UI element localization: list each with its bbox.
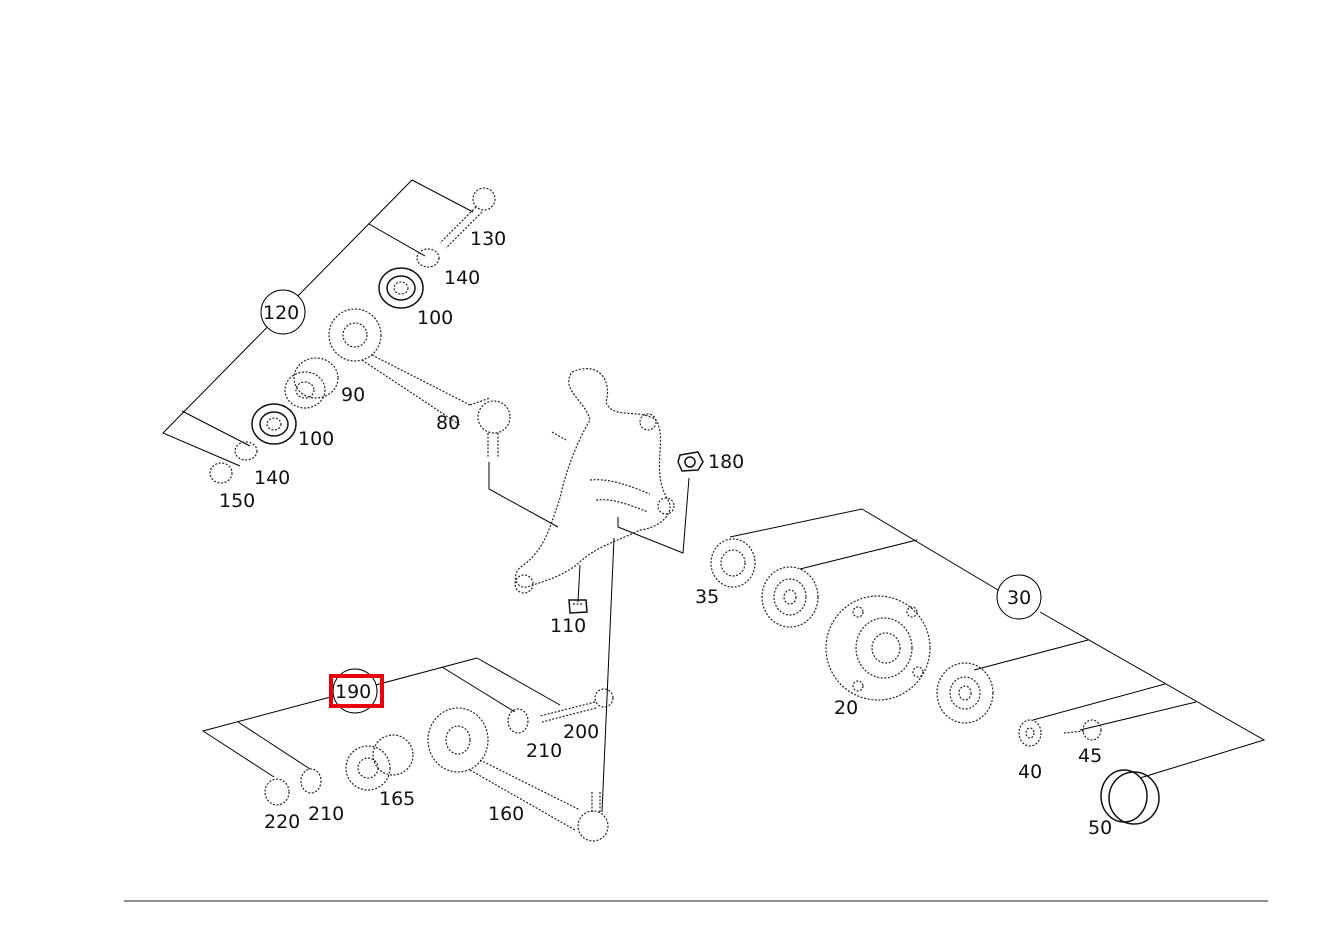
washer-140-bottom-part[interactable] xyxy=(234,441,258,461)
bushing-165-part[interactable] xyxy=(345,734,414,791)
nut-150-part[interactable] xyxy=(209,462,233,484)
callout-210-left[interactable]: 210 xyxy=(308,803,344,825)
wheel-hub-20-part[interactable] xyxy=(825,595,931,701)
callout-200[interactable]: 200 xyxy=(563,721,599,743)
nut-45-part[interactable] xyxy=(1063,719,1102,741)
bearing-outer-part[interactable] xyxy=(936,662,994,724)
callout-100-bottom[interactable]: 100 xyxy=(298,428,334,450)
bearing-inner-part[interactable] xyxy=(761,566,819,628)
bolt-130-part[interactable] xyxy=(439,187,496,249)
nut-110-part[interactable] xyxy=(568,599,588,614)
callout-20[interactable]: 20 xyxy=(834,697,858,719)
callout-circle-120 xyxy=(260,289,306,335)
callout-210-right[interactable]: 210 xyxy=(526,740,562,762)
callout-220[interactable]: 220 xyxy=(264,811,300,833)
callout-180[interactable]: 180 xyxy=(708,451,744,473)
washer-210-right-part[interactable] xyxy=(507,708,529,734)
dust-cap-50-part[interactable] xyxy=(1100,769,1160,825)
callout-150[interactable]: 150 xyxy=(219,490,255,512)
upper-arm-leader-lines xyxy=(162,179,474,467)
bushing-90-part[interactable] xyxy=(284,357,339,409)
upper-control-arm-80-part[interactable] xyxy=(328,308,511,458)
callout-160[interactable]: 160 xyxy=(488,803,524,825)
callout-circle-30 xyxy=(996,574,1042,620)
callout-35[interactable]: 35 xyxy=(695,586,719,608)
callout-30[interactable]: 30 xyxy=(1007,587,1031,609)
hub-leader-lines xyxy=(729,508,1266,779)
bolt-200-part[interactable] xyxy=(539,688,614,723)
callout-165[interactable]: 165 xyxy=(379,788,415,810)
lower-arm-leader-lines xyxy=(201,657,561,778)
callout-110[interactable]: 110 xyxy=(550,615,586,637)
callout-90[interactable]: 90 xyxy=(341,384,365,406)
callout-80[interactable]: 80 xyxy=(436,412,460,434)
nut-220-part[interactable] xyxy=(264,778,290,806)
callout-120[interactable]: 120 xyxy=(263,302,299,324)
callout-100-top[interactable]: 100 xyxy=(417,307,453,329)
callout-130[interactable]: 130 xyxy=(470,228,506,250)
callout-50[interactable]: 50 xyxy=(1088,817,1112,839)
washer-40-part[interactable] xyxy=(1018,719,1042,747)
bushing-100-bottom-part[interactable] xyxy=(251,403,297,445)
callout-140-bottom[interactable]: 140 xyxy=(254,467,290,489)
callout-140-top[interactable]: 140 xyxy=(444,267,480,289)
callout-40[interactable]: 40 xyxy=(1018,761,1042,783)
callout-190[interactable]: 190 xyxy=(335,681,371,703)
lower-control-arm-160-part[interactable] xyxy=(427,707,609,842)
knuckle-leader-lines xyxy=(488,462,690,813)
nut-180-part[interactable] xyxy=(677,451,704,472)
bushing-100-top-part[interactable] xyxy=(378,267,424,309)
washer-140-top-part[interactable] xyxy=(416,248,440,268)
washer-210-left-part[interactable] xyxy=(300,768,322,794)
seal-35-part[interactable] xyxy=(710,538,756,588)
callout-45[interactable]: 45 xyxy=(1078,745,1102,767)
selection-highlight-190 xyxy=(329,674,384,708)
steering-knuckle-part[interactable] xyxy=(514,368,675,594)
